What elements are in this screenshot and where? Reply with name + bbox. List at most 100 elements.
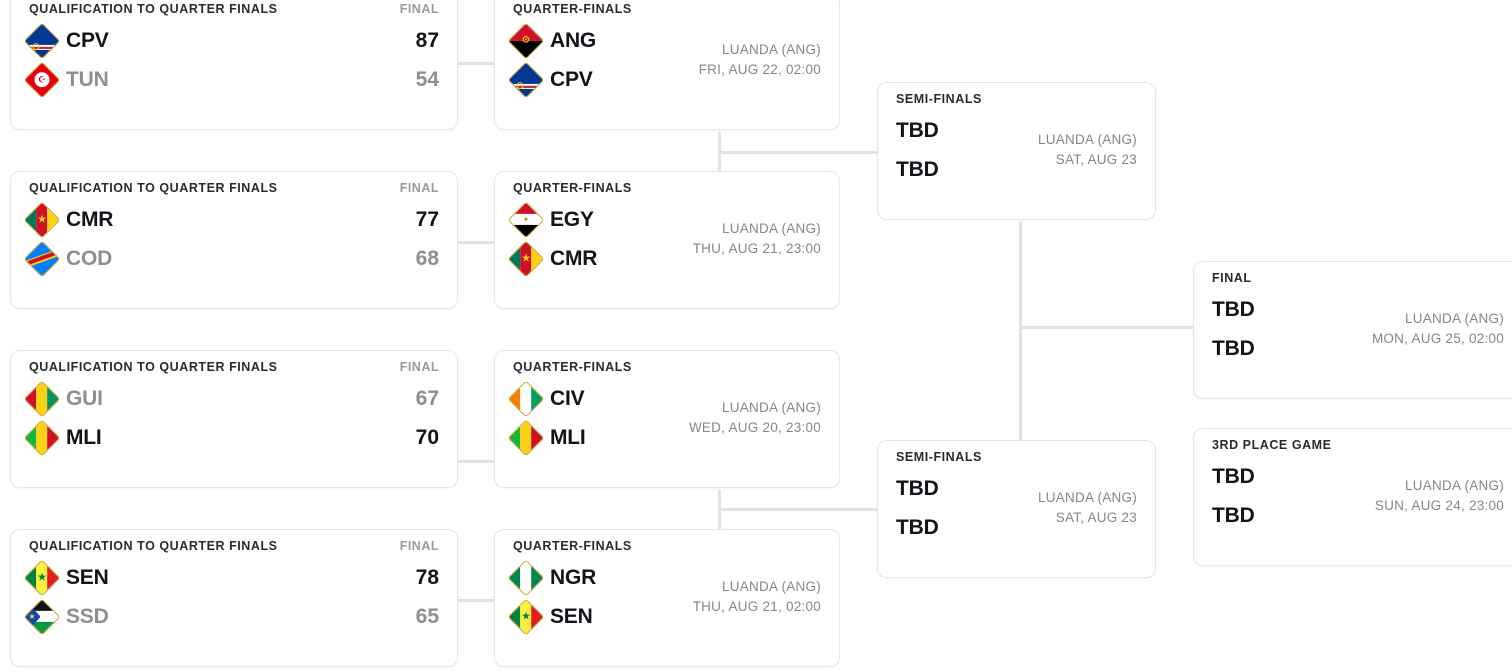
team: CPV [507,61,689,98]
teams-column: ✦ EGY ★ CMR [507,200,683,278]
senegal-flag-icon: ★ [23,559,61,596]
round-label: QUALIFICATION TO QUARTER FINALS [29,360,278,374]
team-row[interactable]: ★ SEN 78 [23,558,439,597]
card-header: QUALIFICATION TO QUARTER FINALS FINAL [29,172,439,195]
round-label: QUALIFICATION TO QUARTER FINALS [29,539,278,553]
final-card[interactable]: FINAL TBD TBD LUANDA (ANG) MON, AUG 25, … [1193,261,1512,399]
team-row[interactable]: ★ CMR [507,239,683,278]
team-row[interactable]: COD 68 [23,239,439,278]
team-row[interactable]: ✦ EGY [507,200,683,239]
teams-column: TBD TBD [896,469,1028,547]
quarterfinal-card-3[interactable]: QUARTER-FINALS CIV MLI LUANDA ( [494,350,840,488]
team-abbr: SEN [550,604,593,628]
qualification-card-2[interactable]: QUALIFICATION TO QUARTER FINALS FINAL ★ … [10,171,458,309]
team-row[interactable]: TBD [896,150,1028,189]
team-row[interactable]: MLI [507,418,679,457]
datetime: MON, AUG 25, 02:00 [1371,331,1504,346]
semifinal-card-1[interactable]: SEMI-FINALS TBD TBD LUANDA (ANG) SAT, AU… [877,82,1156,220]
round-label: QUARTER-FINALS [513,360,632,374]
team-abbr: GUI [66,386,103,410]
connector-sf-bridge [1019,222,1022,512]
team-rows: CIV MLI LUANDA (ANG) WED, AUG 20, 23:00 [507,379,821,457]
mali-flag-icon [23,419,61,456]
team: ☪ TUN [23,61,403,98]
cameroon-flag-icon: ★ [507,240,545,277]
semifinal-card-2[interactable]: SEMI-FINALS TBD TBD LUANDA (ANG) SAT, AU… [877,440,1156,578]
connector-qf4-up [718,509,721,535]
team-abbr: CPV [66,28,109,52]
venue: LUANDA (ANG) [1037,132,1137,148]
connector-qf3-down [718,490,721,520]
venue: LUANDA (ANG) [721,579,821,595]
datetime: FRI, AUG 22, 02:00 [698,62,821,77]
team-abbr: MLI [550,425,586,449]
team-rows: TBD TBD LUANDA (ANG) SAT, AUG 23 [896,111,1137,189]
south-sudan-flag-icon: ★ [23,598,61,635]
cape-verde-flag-icon [23,22,61,59]
qualification-card-4[interactable]: QUALIFICATION TO QUARTER FINALS FINAL ★ … [10,529,458,667]
team-abbr: TBD [896,157,939,181]
team-row[interactable]: ⚙ ANG [507,21,689,60]
card-header: QUALIFICATION TO QUARTER FINALS FINAL [29,530,439,553]
team-abbr: TBD [1212,503,1255,527]
round-label: QUALIFICATION TO QUARTER FINALS [29,181,278,195]
teams-column: NGR ★ SEN [507,558,683,636]
cameroon-flag-icon: ★ [23,201,61,238]
team-row[interactable]: ☪ TUN 54 [23,60,439,99]
egypt-flag-icon: ✦ [507,201,545,238]
team-row[interactable]: GUI 67 [23,379,439,418]
team-row[interactable]: CIV [507,379,679,418]
team-row[interactable]: TBD [896,508,1028,547]
team: ★ CMR [507,240,683,277]
team-row[interactable]: TBD [1212,329,1362,368]
qualification-card-3[interactable]: QUALIFICATION TO QUARTER FINALS FINAL GU… [10,350,458,488]
card-header: 3RD PLACE GAME [1212,429,1504,452]
qualification-card-1[interactable]: QUALIFICATION TO QUARTER FINALS FINAL CP… [10,0,458,130]
dr-congo-flag-icon [23,240,61,277]
third-place-card[interactable]: 3RD PLACE GAME TBD TBD LUANDA (ANG) SUN,… [1193,428,1512,566]
team-score: 70 [415,425,439,449]
match-info: LUANDA (ANG) FRI, AUG 22, 02:00 [689,40,821,79]
team-row[interactable]: CPV 87 [23,21,439,60]
team-rows: TBD TBD LUANDA (ANG) SAT, AUG 23 [896,469,1137,547]
match-info: LUANDA (ANG) SUN, AUG 24, 23:00 [1365,476,1504,515]
connector-qual2-qf2 [458,241,494,244]
team-row[interactable]: ★ SSD 65 [23,597,439,636]
team-row[interactable]: CPV [507,60,689,99]
venue: LUANDA (ANG) [721,400,821,416]
team-row[interactable]: TBD [896,111,1028,150]
match-info: LUANDA (ANG) SAT, AUG 23 [1028,130,1137,169]
score-column-label: FINAL [399,360,439,374]
card-header: QUALIFICATION TO QUARTER FINALS FINAL [29,351,439,374]
card-header: QUARTER-FINALS [513,0,821,16]
team: ★ CMR [23,201,403,238]
team-row[interactable]: TBD [1212,457,1365,496]
team: CPV [23,22,403,59]
team-row[interactable]: ★ CMR 77 [23,200,439,239]
match-info: LUANDA (ANG) MON, AUG 25, 02:00 [1362,309,1504,348]
round-label: SEMI-FINALS [896,92,982,106]
round-label: SEMI-FINALS [896,450,982,464]
senegal-flag-icon: ★ [507,598,545,635]
team-score: 65 [415,604,439,628]
team-row[interactable]: TBD [1212,290,1362,329]
quarterfinal-card-1[interactable]: QUARTER-FINALS ⚙ ANG CPV LUANDA [494,0,840,130]
quarterfinal-card-2[interactable]: QUARTER-FINALS ✦ EGY ★ CMR LUANDA [494,171,840,309]
team-rows: NGR ★ SEN LUANDA (ANG) THU, AUG 21, 02:0… [507,558,821,636]
round-label: QUARTER-FINALS [513,2,632,16]
team-rows: ★ CMR 77 COD 68 [23,200,439,278]
round-label: 3RD PLACE GAME [1212,438,1332,452]
team-row[interactable]: NGR [507,558,683,597]
team: ★ SEN [507,598,683,635]
team-abbr: TBD [1212,336,1255,360]
team-row[interactable]: MLI 70 [23,418,439,457]
connector-qf2-up [718,152,721,176]
team-row[interactable]: ★ SEN [507,597,683,636]
team-row[interactable]: TBD [1212,496,1365,535]
venue: LUANDA (ANG) [1404,311,1504,327]
team-rows: ✦ EGY ★ CMR LUANDA (ANG) THU, AUG 21, 23… [507,200,821,278]
quarterfinal-card-4[interactable]: QUARTER-FINALS NGR ★ SEN LUANDA [494,529,840,667]
team-row[interactable]: TBD [896,469,1028,508]
teams-column: CIV MLI [507,379,679,457]
